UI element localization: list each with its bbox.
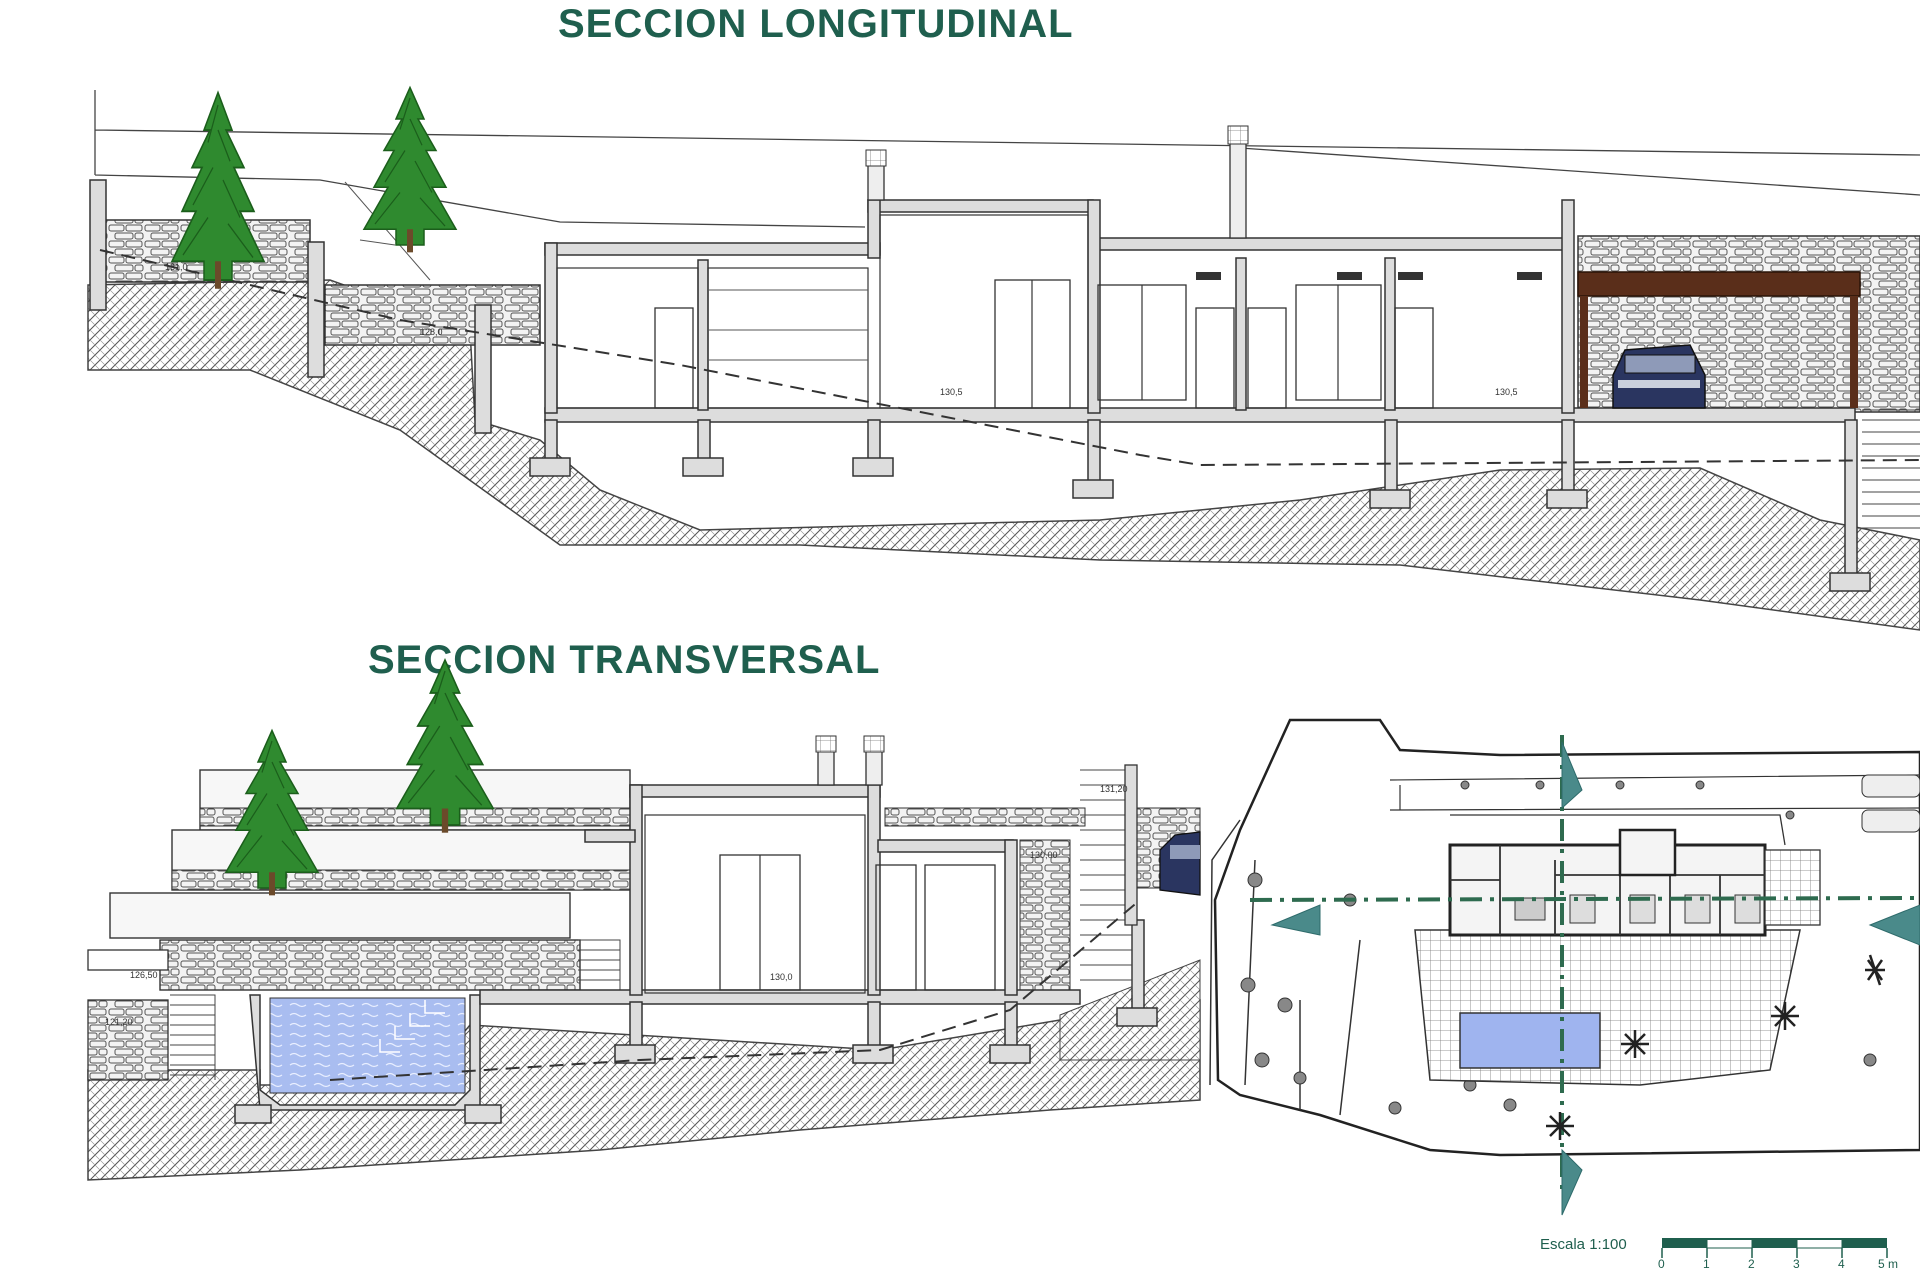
site-plan — [1209, 718, 1920, 1216]
svg-text:130,5: 130,5 — [1495, 387, 1518, 397]
pool-basin — [249, 994, 481, 1111]
scale-label: Escala 1:100 — [1540, 1236, 1627, 1253]
svg-text:121,20: 121,20 — [105, 1017, 133, 1027]
svg-text:130,5: 130,5 — [940, 387, 963, 397]
svg-text:131,20: 131,20 — [1100, 784, 1128, 794]
svg-text:131,0: 131,0 — [165, 262, 188, 272]
ground-floor-slab — [544, 407, 1856, 423]
pool-plan — [1459, 1012, 1601, 1069]
scale-bar — [1661, 1238, 1888, 1258]
roof-left — [544, 242, 881, 256]
roof-right — [1092, 237, 1574, 251]
car-icon — [1612, 344, 1706, 409]
tree-icon — [363, 86, 457, 254]
svg-text:128,0: 128,0 — [420, 327, 443, 337]
roof-center — [867, 199, 1094, 213]
section-line-horizontal — [1249, 896, 1920, 902]
section-arrow-icon — [1270, 741, 1920, 1216]
tree-icon — [395, 659, 495, 834]
car-icon — [1159, 831, 1201, 896]
transversal-section: 130,0 126,50 121,20 131,20 130,00 — [87, 659, 1201, 1181]
scale-tick: 2 — [1748, 1257, 1755, 1271]
svg-text:126,50: 126,50 — [130, 970, 158, 980]
section-longitudinal-title: SECCION LONGITUDINAL — [558, 2, 1074, 46]
pool-water — [269, 997, 466, 1094]
scale-tick: 5 m — [1878, 1257, 1899, 1271]
section-transversal-title: SECCION TRANSVERSAL — [368, 638, 881, 682]
scale-tick: 1 — [1703, 1257, 1710, 1271]
terrain-hatch — [87, 279, 1920, 631]
longitudinal-section: 130,5 130,5 131,0 128,0 — [87, 86, 1920, 631]
scale-tick: 0 — [1658, 1257, 1665, 1271]
scale-tick: 4 — [1838, 1257, 1845, 1271]
svg-text:130,00: 130,00 — [1030, 850, 1058, 860]
stone-wall-mid — [324, 284, 541, 346]
tree-icon — [171, 91, 265, 290]
house-footprint — [1448, 843, 1767, 937]
scale-tick: 3 — [1793, 1257, 1800, 1271]
palm-icon — [1546, 954, 1885, 1140]
svg-text:130,0: 130,0 — [770, 972, 793, 982]
garage-pergola — [1577, 271, 1861, 297]
transversal-slab — [479, 989, 1081, 1005]
